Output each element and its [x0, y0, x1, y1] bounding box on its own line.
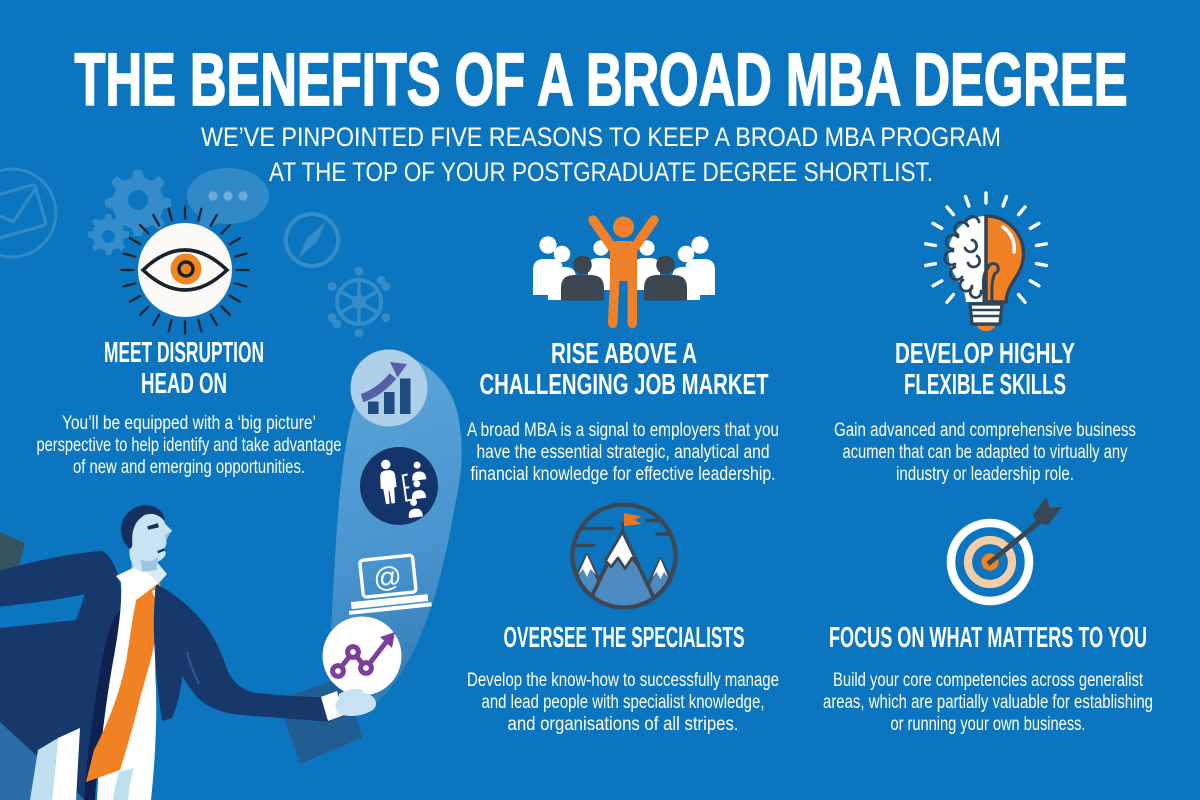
svg-text:RISE ABOVE A: RISE ABOVE A — [551, 338, 697, 370]
svg-text:HEAD ON: HEAD ON — [141, 368, 227, 400]
svg-text:FOCUS ON WHAT MATTERS TO YOU: FOCUS ON WHAT MATTERS TO YOU — [829, 622, 1147, 654]
svg-text:areas, which are partially val: areas, which are partially valuable for … — [823, 692, 1153, 713]
svg-text:A broad MBA is a signal to emp: A broad MBA is a signal to employers tha… — [467, 420, 779, 441]
svg-text:WE’VE PINPOINTED FIVE REASONS: WE’VE PINPOINTED FIVE REASONS TO KEEP A … — [201, 122, 1001, 152]
svg-text:FLEXIBLE SKILLS: FLEXIBLE SKILLS — [904, 369, 1066, 401]
svg-text:and organisations of all strip: and organisations of all stripes. — [508, 714, 739, 735]
svg-text:acumen that can be adapted to: acumen that can be adapted to virtually … — [843, 442, 1128, 463]
svg-text:MEET DISRUPTION: MEET DISRUPTION — [104, 337, 264, 369]
svg-text:industry or leadership role.: industry or leadership role. — [896, 464, 1074, 485]
svg-text:CHALLENGING JOB MARKET: CHALLENGING JOB MARKET — [480, 369, 769, 401]
svg-text:DEVELOP HIGHLY: DEVELOP HIGHLY — [895, 338, 1075, 370]
svg-text:THE BENEFITS OF A BROAD MBA DE: THE BENEFITS OF A BROAD MBA DEGREE — [75, 38, 1128, 121]
svg-text:Build your core competencies a: Build your core competencies across gene… — [833, 670, 1144, 691]
svg-text:AT THE TOP OF YOUR POSTGRADUAT: AT THE TOP OF YOUR POSTGRADUATE DEGREE S… — [269, 157, 933, 187]
svg-text:financial knowledge for effect: financial knowledge for effective leader… — [471, 464, 776, 485]
svg-text:and lead people with specialis: and lead people with specialist knowledg… — [482, 692, 765, 713]
svg-text:perspective to help identify a: perspective to help identify and take ad… — [37, 435, 342, 456]
svg-text:You’ll be equipped with a ‘big: You’ll be equipped with a ‘big picture’ — [62, 413, 316, 434]
svg-text:or running your own business.: or running your own business. — [891, 714, 1086, 735]
svg-text:Gain advanced and comprehensiv: Gain advanced and comprehensive business — [834, 420, 1136, 441]
svg-text:OVERSEE THE SPECIALISTS: OVERSEE THE SPECIALISTS — [504, 622, 745, 654]
svg-text:@: @ — [372, 560, 404, 594]
svg-text:Develop the know-how to succes: Develop the know-how to successfully man… — [467, 670, 779, 691]
svg-text:have the essential strategic,: have the essential strategic, analytical… — [477, 442, 770, 463]
svg-text:of new and emerging opportunit: of new and emerging opportunities. — [73, 457, 305, 478]
